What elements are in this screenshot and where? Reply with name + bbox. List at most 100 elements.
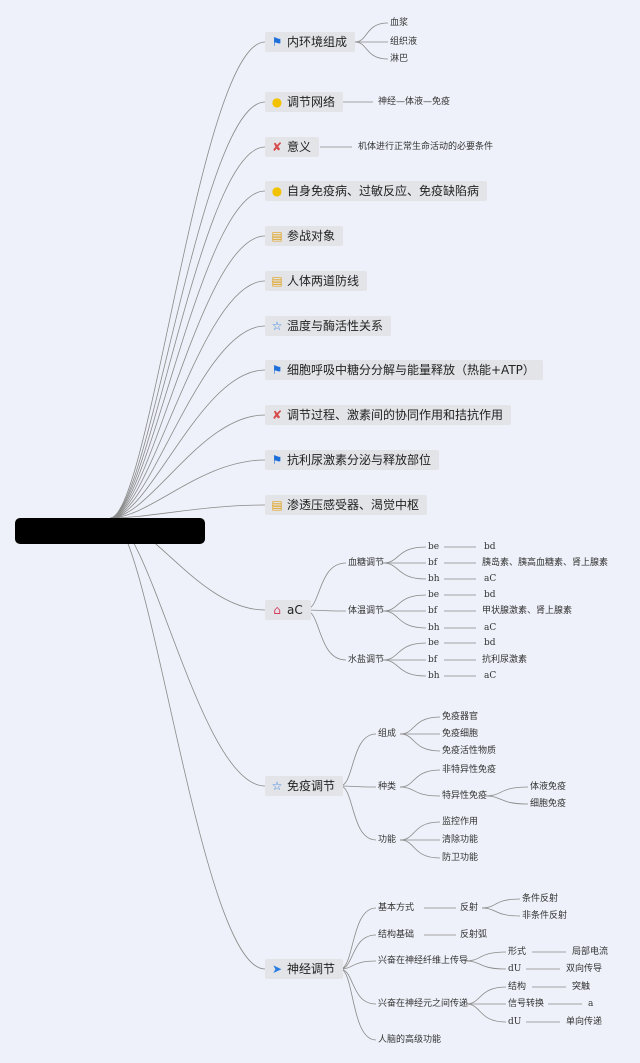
connector-line <box>339 934 377 970</box>
connector-line <box>465 986 507 1005</box>
bidirectional-conduction: 双向传导 <box>566 964 603 974</box>
connector-line <box>109 414 266 519</box>
connector-line <box>382 642 427 661</box>
connector-line <box>109 146 266 519</box>
connector-line <box>109 517 266 970</box>
branch-cell-respiration[interactable]: ⚑细胞呼吸中糖分分解与能量释放（热能+ATP） <box>265 360 543 380</box>
branch-significance[interactable]: ✘意义 <box>265 137 320 157</box>
connector-line <box>465 1003 507 1023</box>
tools-icon: ✘ <box>271 408 283 422</box>
immune-function: 功能 <box>378 835 397 845</box>
ac-row-value: bd <box>484 542 496 552</box>
connector-line <box>399 733 441 752</box>
connector-line <box>399 839 441 859</box>
connector-line <box>339 733 377 787</box>
connector-line <box>304 562 347 611</box>
immune-composition: 组成 <box>378 729 397 739</box>
ac-row-value: 甲状腺激素、肾上腺素 <box>482 606 573 616</box>
connector-line <box>354 22 389 43</box>
connector-line <box>481 907 521 917</box>
clearance-function: 清除功能 <box>442 835 479 845</box>
defense-function: 防卫功能 <box>442 853 479 863</box>
connector-line <box>109 41 266 519</box>
flag-icon: ⚑ <box>271 363 283 377</box>
humoral-immunity: 体液免疫 <box>530 782 567 792</box>
signal-conversion: 信号转换 <box>508 999 545 1009</box>
immune-organs: 免疫器官 <box>442 712 479 722</box>
branch-immune-regulation[interactable]: ☆免疫调节 <box>265 776 344 796</box>
connector-line <box>481 898 521 909</box>
connector-line <box>339 968 377 1041</box>
branch-participants[interactable]: ▤参战对象 <box>265 226 344 246</box>
connector-line <box>109 325 266 519</box>
leaf-tissue-fluid: 组织液 <box>390 37 418 47</box>
monitor-function: 监控作用 <box>442 817 479 827</box>
branch-immune-diseases[interactable]: ●自身免疫病、过敏反应、免疫缺陷病 <box>265 181 488 201</box>
root-node-redacted[interactable] <box>15 518 205 544</box>
immune-active-substances: 免疫活性物质 <box>442 746 497 756</box>
neural-fiber-conduction: 兴奋在神经纤维上传导 <box>378 956 469 966</box>
fiber-du: dU <box>508 964 522 974</box>
connector-line <box>109 235 266 519</box>
neural-structure-basis: 结构基础 <box>378 930 415 940</box>
branch-antidiuretic[interactable]: ⚑抗利尿激素分泌与释放部位 <box>265 450 440 470</box>
connector-line <box>399 769 441 788</box>
ac-row-value: bd <box>484 638 496 648</box>
connector-line <box>339 785 377 788</box>
neural-between-neurons: 兴奋在神经元之间传递 <box>378 999 469 1009</box>
ac-row-label: bf <box>428 558 438 568</box>
doc-icon: ▤ <box>271 498 283 512</box>
connector-line <box>339 960 377 970</box>
ac-blood-sugar: 血糖调节 <box>348 558 385 568</box>
conditioned-reflex: 条件反射 <box>522 894 559 904</box>
branch-osmoreceptor[interactable]: ▤渗透压感受器、渴觉中枢 <box>265 495 428 515</box>
ac-row-value: bd <box>484 590 496 600</box>
flag-icon: ⚑ <box>271 35 283 49</box>
ac-row-label: bh <box>428 623 440 633</box>
connector-line <box>382 659 427 677</box>
ac-row-value: aC <box>484 574 497 584</box>
neural-basic-mode: 基本方式 <box>378 903 415 913</box>
ac-row-value: aC <box>484 623 497 633</box>
immune-types: 种类 <box>378 782 397 792</box>
ac-row-value: 抗利尿激素 <box>482 655 528 665</box>
branch-temperature-enzyme[interactable]: ☆温度与酶活性关系 <box>265 316 392 336</box>
branch-defense-lines[interactable]: ▤人体两道防线 <box>265 271 368 291</box>
doc-icon: ▤ <box>271 229 283 243</box>
ac-row-label: be <box>428 542 440 552</box>
star-icon: ☆ <box>271 779 283 793</box>
ac-row-label: bf <box>428 655 438 665</box>
connector-line <box>382 594 427 612</box>
branch-regulation-network[interactable]: ●调节网络 <box>265 92 344 112</box>
connector-line <box>109 369 266 519</box>
connector-line <box>339 968 377 1005</box>
nonspecific-immunity: 非特异性免疫 <box>442 765 497 775</box>
connector-line <box>109 504 266 519</box>
tools-icon: ✘ <box>271 140 283 154</box>
local-current: 局部电流 <box>572 947 609 957</box>
ac-row-label: be <box>428 590 440 600</box>
neural-reflex: 反射 <box>460 903 479 913</box>
connector-line <box>382 610 427 629</box>
branch-hormone-interaction[interactable]: ✘调节过程、激素间的协同作用和拮抗作用 <box>265 405 512 425</box>
signal-conversion-value: a <box>588 999 594 1009</box>
connector-line <box>382 562 427 580</box>
connector-line <box>465 960 507 970</box>
bulb-icon: ● <box>271 184 283 198</box>
branch-neural-regulation[interactable]: ➤神经调节 <box>265 959 344 979</box>
ac-row-value: aC <box>484 671 497 681</box>
connector-line <box>109 280 266 519</box>
unidirectional-transmission: 单向传递 <box>566 1017 603 1027</box>
connector-line <box>109 101 266 519</box>
connector-line <box>339 907 377 970</box>
bulb-icon: ● <box>271 95 283 109</box>
ac-row-label: bf <box>428 606 438 616</box>
between-du: dU <box>508 1017 522 1027</box>
branch-ac[interactable]: ⌂aC <box>265 600 311 620</box>
connector-line <box>382 546 427 564</box>
ac-water-salt: 水盐调节 <box>348 655 385 665</box>
branch-internal-environment[interactable]: ⚑内环境组成 <box>265 32 356 52</box>
immune-cells: 免疫细胞 <box>442 729 479 739</box>
home-icon: ⌂ <box>273 603 281 617</box>
leaf-neural-humoral-immune: 神经—体液—免疫 <box>378 97 451 107</box>
